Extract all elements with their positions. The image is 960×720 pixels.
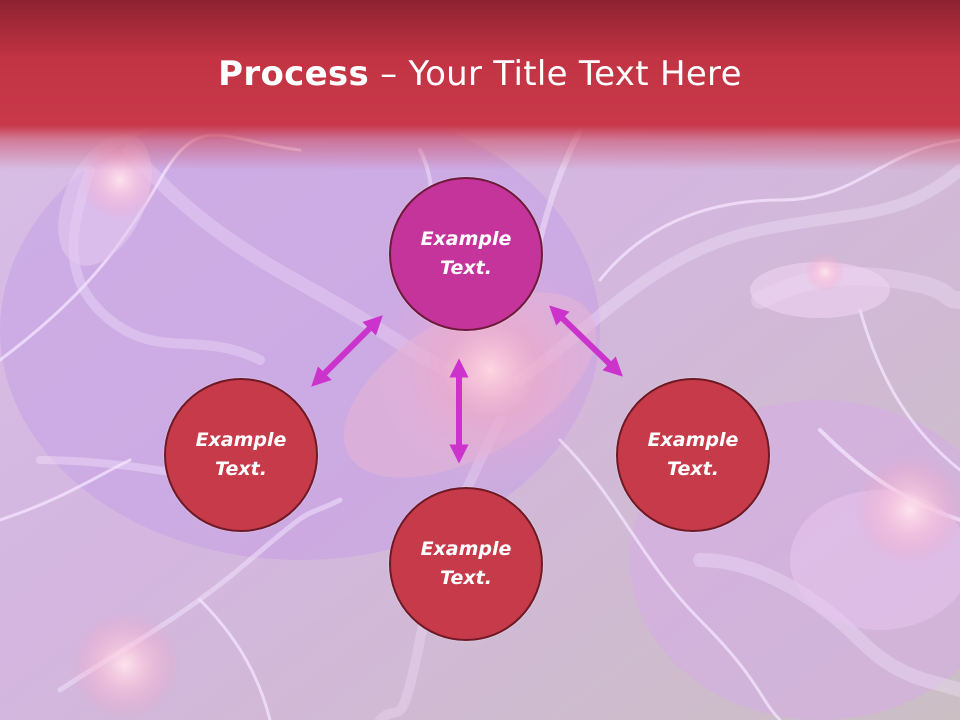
node-label-line1: Example [420,538,512,560]
node-label-line1: Example [647,429,739,451]
process-node-top[interactable]: Example Text. [389,177,543,331]
node-label: Example Text. [406,535,526,593]
title-rest-text: Your Title Text Here [408,54,742,94]
title-separator: – [369,54,409,94]
node-label-line2: Text. [215,458,267,480]
node-label: Example Text. [406,225,526,283]
node-label-line2: Text. [440,257,492,279]
process-node-right[interactable]: Example Text. [616,378,770,532]
node-label: Example Text. [633,426,753,484]
node-label-line1: Example [195,429,287,451]
node-label-line1: Example [420,228,512,250]
node-label: Example Text. [181,426,301,484]
process-node-bottom[interactable]: Example Text. [389,487,543,641]
title-strong-text: Process [218,54,370,94]
title-band [0,0,960,170]
node-label-line2: Text. [440,567,492,589]
slide-title[interactable]: Process – Your Title Text Here [0,52,960,96]
process-node-left[interactable]: Example Text. [164,378,318,532]
node-label-line2: Text. [667,458,719,480]
